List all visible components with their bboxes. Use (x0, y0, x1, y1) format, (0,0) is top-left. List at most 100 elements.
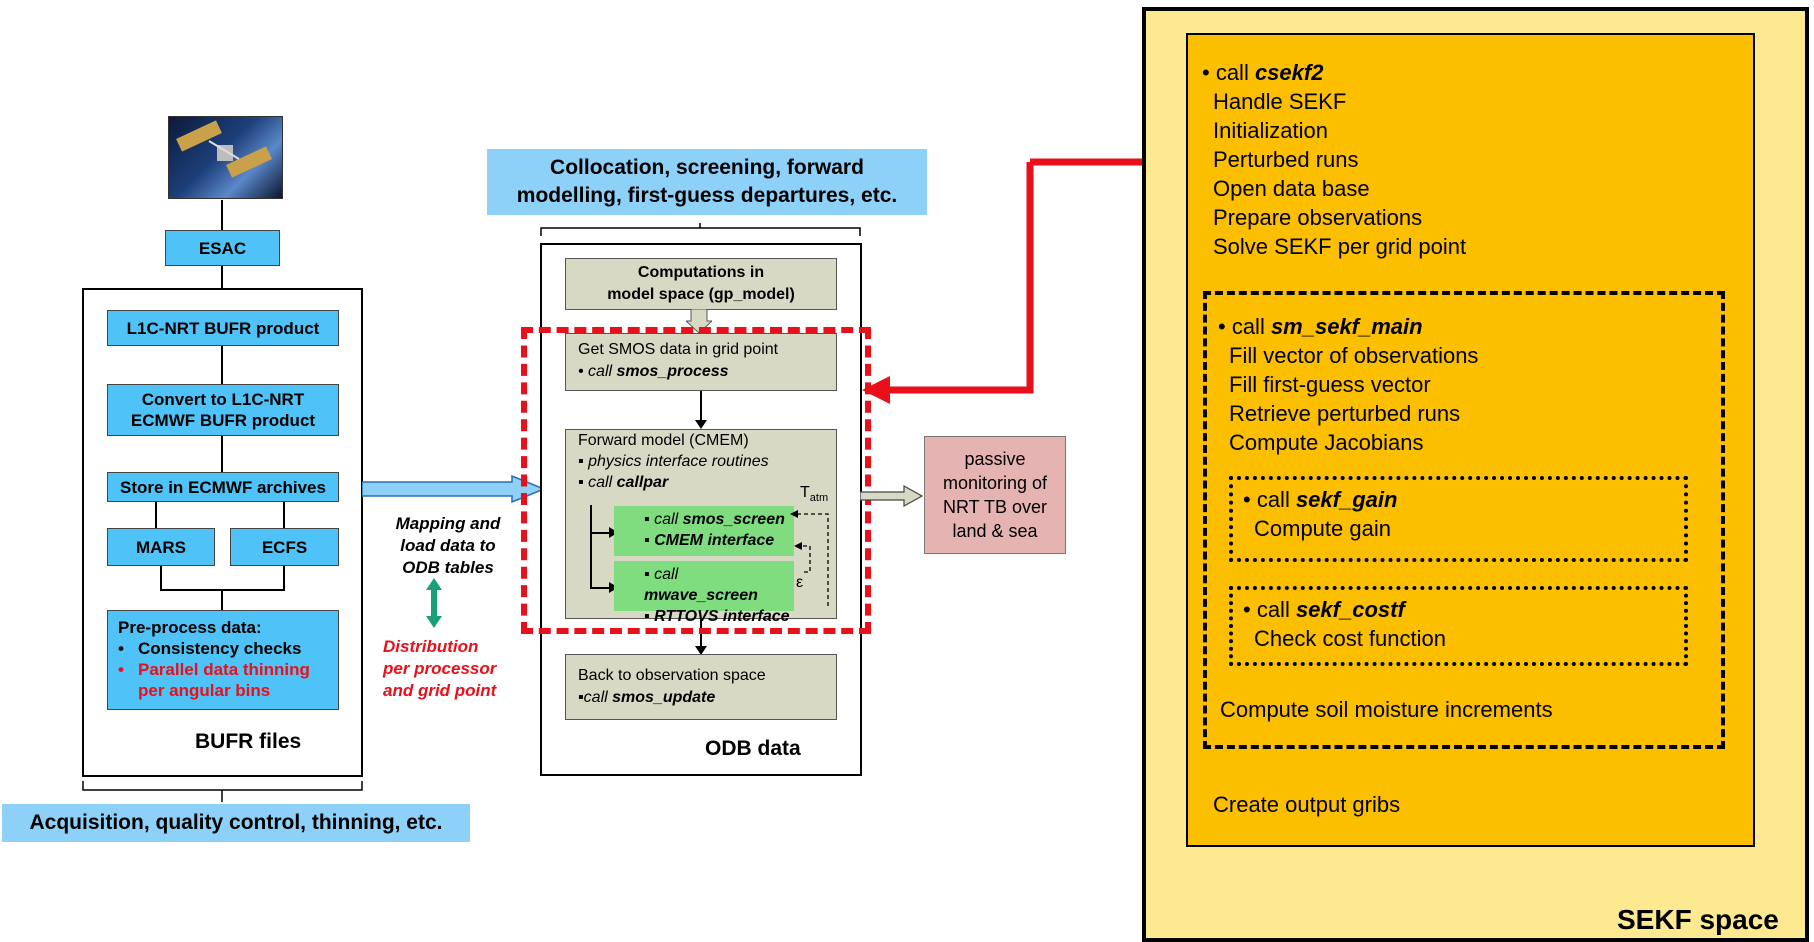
convert-line1: Convert to L1C-NRT (141, 390, 305, 409)
green2-line2: RTTOVS interface (654, 608, 790, 625)
mapping-line2: load data to (400, 536, 496, 555)
t-atm: T (800, 484, 810, 501)
main-prefix: • call (1218, 314, 1271, 339)
back-prefix: call (583, 689, 613, 706)
sm-sekf-main-func: sm_sekf_main (1270, 314, 1423, 339)
sekf-gain-block: • call sekf_gain Compute gain (1243, 485, 1397, 543)
forward-item1: physics interface routines (588, 453, 769, 470)
mapping-line3: ODB tables (402, 558, 494, 577)
sekf-gain-func: sekf_gain (1295, 487, 1398, 512)
sekf-line-1: Initialization (1213, 118, 1328, 143)
arrowhead-icon (609, 582, 618, 593)
create-output-label: Create output gribs (1213, 792, 1401, 817)
csekf2-func: csekf2 (1254, 60, 1324, 85)
l1c-product-box: L1C-NRT BUFR product (107, 310, 339, 346)
sekf-costf-func: sekf_costf (1295, 597, 1405, 622)
distribution-line3: and grid point (383, 681, 497, 700)
mapping-label: Mapping and load data to ODB tables (393, 513, 503, 579)
gain-prefix: • call (1243, 487, 1296, 512)
forward-title: Forward model (CMEM) (578, 432, 749, 449)
green1-func: smos_screen (682, 511, 785, 528)
csekf2-block: • call csekf2 Handle SEKF Initialization… (1202, 58, 1466, 261)
collocation-header: Collocation, screening, forward modellin… (487, 149, 927, 215)
green2-prefix: call (654, 566, 679, 583)
csekf2-prefix: • call (1202, 60, 1255, 85)
sekf-gain-box (1229, 476, 1688, 562)
sekf-space-label: SEKF space (1617, 904, 1779, 935)
double-arrow-icon (426, 578, 442, 628)
costf-prefix: • call (1243, 597, 1296, 622)
preprocess-box: Pre-process data: •Consistency checks • … (107, 610, 339, 710)
get-smos-line1: Get SMOS data in grid point (578, 341, 779, 358)
sekf-costf-block: • call sekf_costf Check cost function (1243, 595, 1446, 653)
sekf-inner-box (1186, 33, 1755, 847)
preprocess-bullet2-line1: Parallel data thinning (138, 660, 310, 679)
back-to-obs-box: Back to observation space ▪call smos_upd… (565, 654, 837, 720)
distribution-line1: Distribution (383, 637, 479, 656)
sekf-line-3: Open data base (1213, 176, 1370, 201)
arrowhead-icon (695, 646, 707, 655)
satellite-image (168, 116, 283, 199)
passive-monitoring-box: passive monitoring of NRT TB over land &… (924, 436, 1066, 554)
sm-sekf-main-block: • call sm_sekf_main Fill vector of obser… (1218, 312, 1478, 457)
get-smos-func: smos_process (616, 363, 729, 380)
sekf-line-4: Prepare observations (1213, 205, 1423, 230)
get-smos-box: Get SMOS data in grid point • call smos_… (565, 333, 837, 391)
convert-box: Convert to L1C-NRT ECMWF BUFR product (107, 384, 339, 436)
smos-screen-box: ▪ call smos_screen ▪ CMEM interface (614, 506, 794, 556)
passive-line4: land & sea (952, 521, 1038, 541)
compute-soil-label: Compute soil moisture increments (1220, 697, 1553, 722)
get-smos-prefix: • call (578, 363, 617, 380)
sekf-line-5: Solve SEKF per grid point (1213, 234, 1467, 259)
passive-line1: passive (964, 449, 1026, 469)
header-line1: Collocation, screening, forward (550, 156, 864, 179)
feedback-dashed-lines (790, 510, 829, 606)
gain-line: Compute gain (1254, 516, 1391, 541)
forward-item2-prefix: call (588, 474, 617, 491)
sekf-line-0: Handle SEKF (1213, 89, 1347, 114)
transfer-arrow (362, 474, 546, 504)
sm-sekf-main-box (1203, 291, 1725, 749)
distribution-label: Distribution per processor and grid poin… (383, 636, 496, 702)
convert-line2: ECMWF BUFR product (130, 411, 316, 430)
ecfs-box: ECFS (230, 528, 339, 566)
distribution-line2: per processor (383, 659, 497, 678)
preprocess-bullet2-line2: per angular bins (138, 681, 271, 700)
highlight-dashed-box (521, 327, 871, 634)
odb-data-label: ODB data (705, 737, 801, 760)
bufr-files-label: BUFR files (195, 730, 302, 753)
computations-line2: model space (gp_model) (607, 286, 795, 303)
main-line-2: Retrieve perturbed runs (1229, 401, 1461, 426)
passive-arrow (860, 485, 924, 507)
back-line1: Back to observation space (578, 667, 766, 684)
sekf-line-2: Perturbed runs (1213, 147, 1359, 172)
forward-item2-func: callpar (616, 474, 669, 491)
t-atm-label: Tatm (800, 484, 828, 504)
acquisition-label: Acquisition, quality control, thinning, … (2, 804, 470, 842)
passive-line2: monitoring of (942, 473, 1048, 493)
mars-box: MARS (107, 528, 215, 566)
green1-prefix: call (654, 511, 683, 528)
main-line-0: Fill vector of observations (1229, 343, 1479, 368)
computations-box: Computations in model space (gp_model) (565, 258, 837, 310)
preprocess-bullet1: Consistency checks (138, 639, 302, 658)
green1-line2: CMEM interface (654, 532, 775, 549)
computations-line1: Computations in (637, 264, 765, 281)
main-line-1: Fill first-guess vector (1229, 372, 1431, 397)
arrowhead-icon (695, 420, 707, 429)
sekf-costf-box (1229, 586, 1688, 666)
acquisition-bracket (82, 781, 363, 802)
header-bracket (540, 223, 861, 236)
store-archives-box: Store in ECMWF archives (107, 472, 339, 502)
back-func: smos_update (612, 689, 716, 706)
costf-line: Check cost function (1254, 626, 1446, 651)
mapping-line1: Mapping and (395, 514, 501, 533)
epsilon-label: ε (796, 574, 804, 591)
esac-box: ESAC (165, 230, 280, 266)
header-line2: modelling, first-guess departures, etc. (516, 184, 898, 207)
mwave-screen-box: ▪ call mwave_screen ▪ RTTOVS interface (614, 561, 794, 625)
main-line-3: Compute Jacobians (1229, 430, 1424, 455)
preprocess-title: Pre-process data: (118, 618, 262, 637)
t-atm-sub: atm (809, 492, 829, 505)
arrowhead-icon (609, 527, 618, 538)
